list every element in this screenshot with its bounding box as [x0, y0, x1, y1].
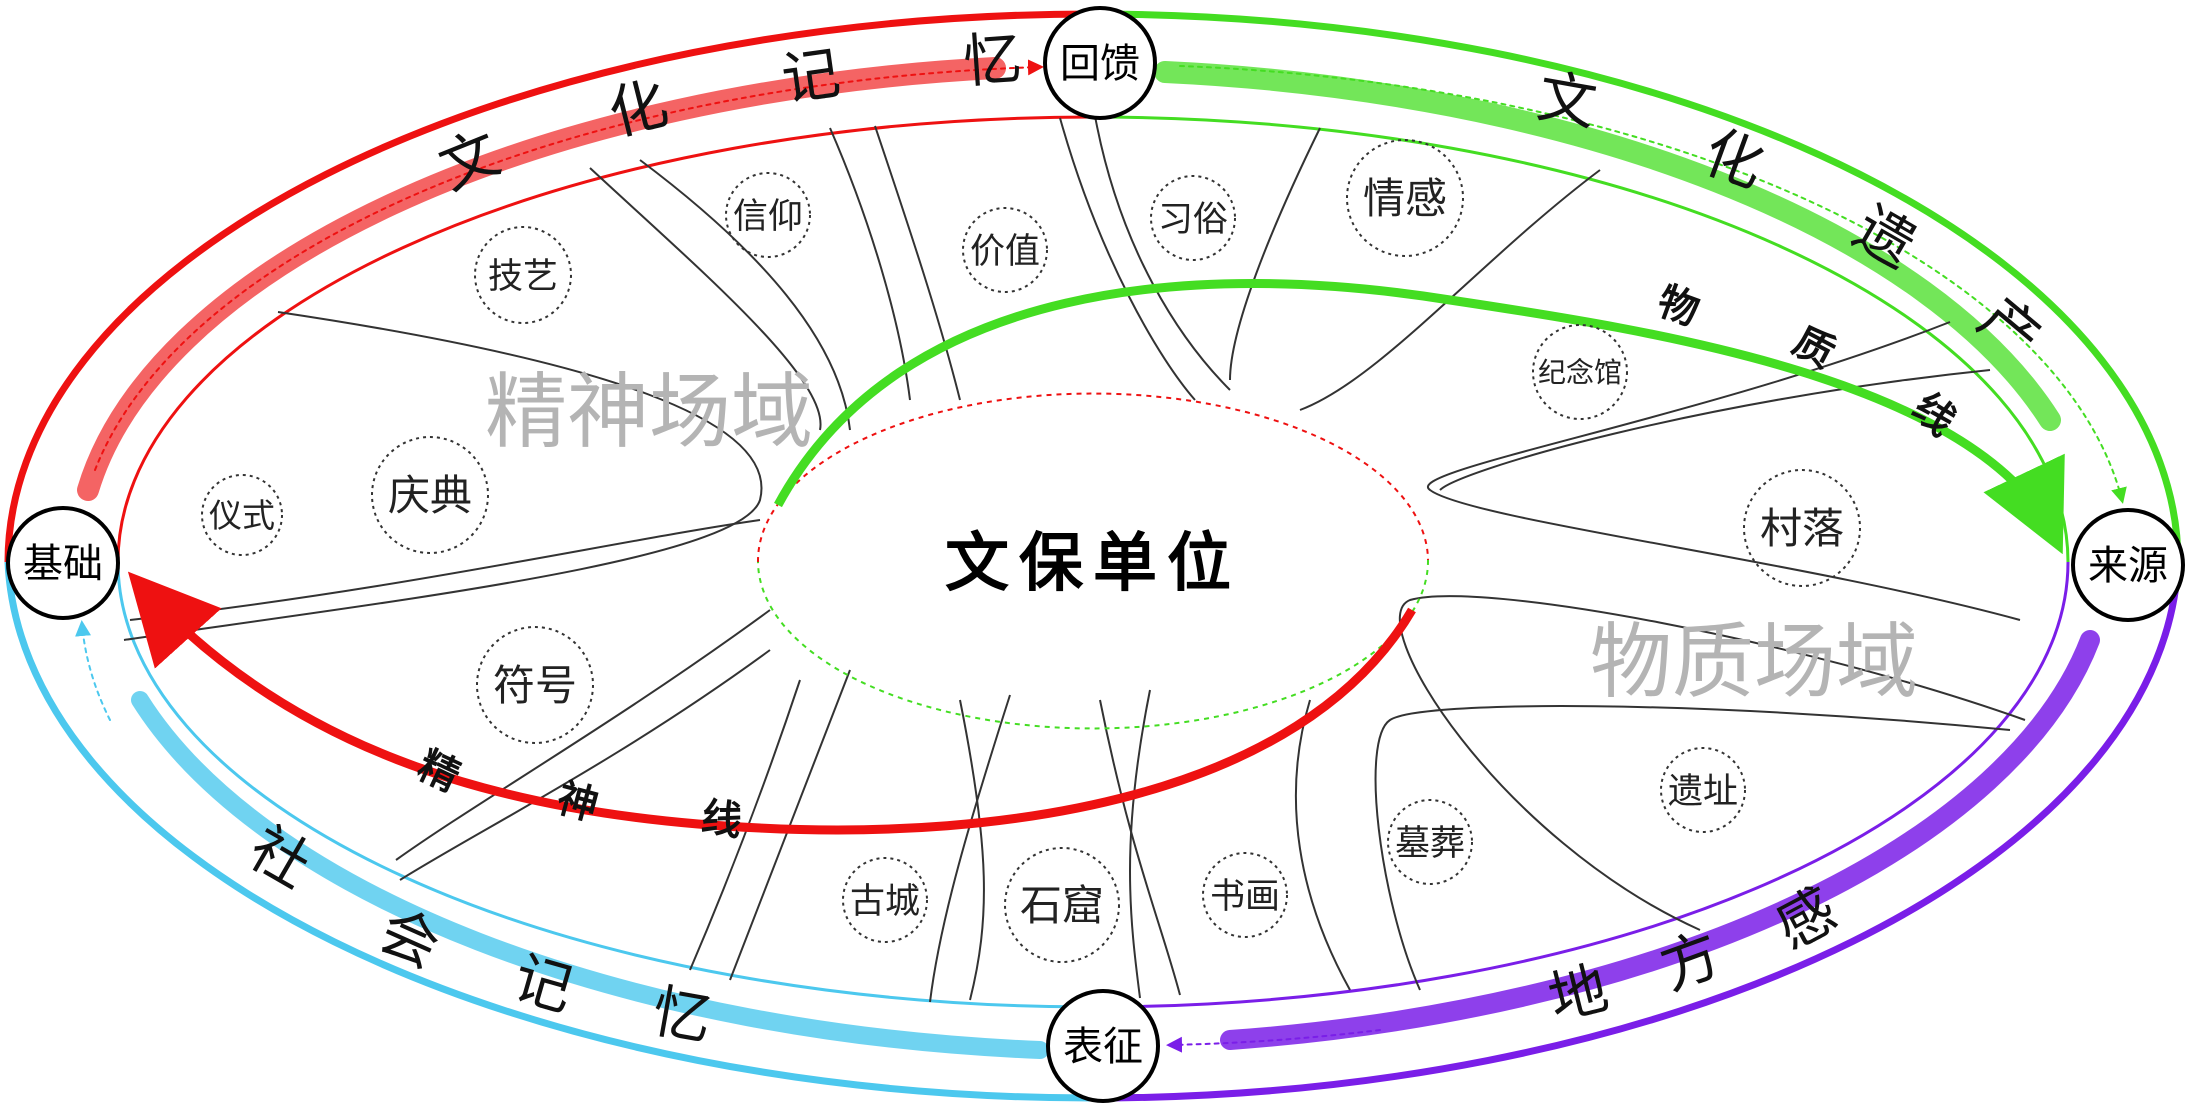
element-circle: 技艺	[474, 226, 572, 324]
element-circle: 仪式	[201, 474, 283, 556]
center-ellipse: 文保单位	[756, 392, 1430, 730]
element-circle: 石窟	[1004, 847, 1120, 963]
element-circle: 纪念馆	[1532, 324, 1628, 420]
brush-band-cyan	[131, 691, 1049, 1059]
inner-ring-red-arc	[116, 115, 1094, 563]
brush-band-green	[1154, 61, 2061, 431]
element-circles: 信仰 价值 习俗 情感 技艺 纪念馆 庆典 仪式	[201, 139, 1861, 963]
element-circle: 符号	[476, 626, 594, 744]
element-circle: 古城	[842, 857, 928, 943]
svg-text:技艺: 技艺	[488, 257, 558, 297]
svg-text:石窟: 石窟	[1020, 881, 1104, 930]
center-ellipse-red-half	[756, 392, 1429, 563]
outer-ring-cyan-arc	[4, 561, 1094, 1102]
brush-band-cyan-dot	[75, 620, 111, 721]
element-circle: 情感	[1346, 139, 1464, 257]
domain-label-spiritual: 精神场域	[485, 365, 813, 460]
svg-text:情感: 情感	[1363, 174, 1447, 223]
domain-label-material: 物质场域	[1590, 615, 1918, 710]
node-source: 来源	[2071, 508, 2185, 622]
spiritual-line-arc	[127, 571, 1416, 835]
node-foundation: 基础	[6, 506, 120, 620]
spiritual-line-label: 精 神 线	[411, 742, 745, 845]
svg-text:忆: 忆	[961, 24, 1024, 96]
outer-ring-red-arc	[4, 10, 1094, 563]
ring-label-cultural-memory: 文 化 记 忆	[430, 24, 1024, 203]
svg-text:习俗: 习俗	[1158, 200, 1228, 240]
inner-ring-cyan-arc	[116, 561, 1094, 1009]
svg-text:表征: 表征	[1063, 1024, 1143, 1070]
center-label: 文保单位	[945, 527, 1241, 601]
svg-text:信仰: 信仰	[733, 197, 803, 237]
petal-curves	[123, 115, 2026, 1003]
svg-text:庆典: 庆典	[388, 471, 472, 520]
svg-text:神: 神	[552, 775, 603, 830]
svg-text:基础: 基础	[23, 541, 103, 587]
node-feedback: 回馈	[1043, 6, 1157, 120]
element-circle: 信仰	[725, 172, 811, 258]
svg-text:线: 线	[699, 794, 745, 845]
outer-ring	[4, 10, 2182, 1102]
outer-ring-green-arc	[1092, 10, 2182, 563]
svg-text:仪式: 仪式	[209, 496, 275, 535]
svg-text:文: 文	[1533, 62, 1602, 139]
svg-text:精: 精	[411, 742, 467, 801]
material-line-label: 物 质 线	[1652, 278, 1964, 445]
svg-text:遗址: 遗址	[1668, 772, 1738, 812]
brush-bands	[75, 57, 2127, 1059]
brush-band-red-dot	[94, 59, 1044, 471]
brush-band-purple	[1220, 630, 2100, 1050]
element-circle: 村落	[1743, 469, 1861, 587]
element-circle: 遗址	[1660, 747, 1746, 833]
svg-text:墓葬: 墓葬	[1395, 824, 1465, 864]
svg-text:价值: 价值	[970, 232, 1040, 272]
svg-text:村落: 村落	[1760, 504, 1844, 553]
element-circle: 书画	[1202, 852, 1288, 938]
svg-text:记: 记	[777, 38, 844, 113]
brush-band-purple-dot	[1166, 1029, 1381, 1053]
svg-text:物: 物	[1652, 278, 1705, 335]
svg-text:来源: 来源	[2088, 543, 2168, 589]
svg-text:忆: 忆	[648, 977, 717, 1054]
element-circle: 墓葬	[1387, 799, 1473, 885]
element-circle: 习俗	[1150, 175, 1236, 261]
brush-band-green-dot	[1179, 65, 2127, 504]
outer-ring-purple-arc	[1092, 561, 2182, 1102]
svg-text:古城: 古城	[850, 882, 920, 922]
node-representation: 表征	[1046, 989, 1160, 1103]
svg-text:回馈: 回馈	[1060, 41, 1140, 87]
svg-text:书画: 书画	[1210, 877, 1280, 917]
svg-text:纪念馆: 纪念馆	[1538, 356, 1622, 389]
material-line-arc	[774, 279, 2065, 555]
svg-text:符号: 符号	[493, 661, 577, 710]
element-circle: 庆典	[371, 436, 489, 554]
inner-ring-purple-arc	[1092, 561, 2070, 1009]
element-circle: 价值	[962, 207, 1048, 293]
